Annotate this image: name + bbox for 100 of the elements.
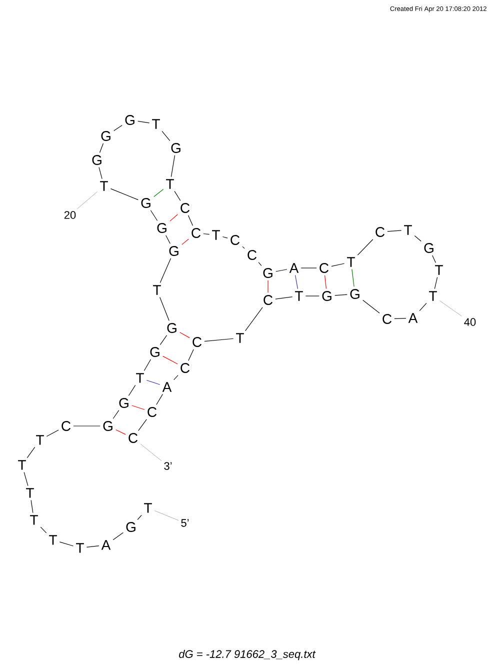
base-pair-line [324, 275, 326, 289]
backbone-line [110, 188, 138, 200]
backbone-line [419, 302, 427, 312]
backbone-line [138, 120, 150, 124]
leader-line [76, 191, 98, 210]
nucleotide-letter: C [264, 295, 273, 305]
nucleotide-letter: G [263, 268, 272, 278]
nucleotide-letter: G [103, 421, 112, 431]
nucleotide-letter: A [162, 382, 172, 392]
nucleotide-letter: A [408, 313, 418, 323]
base-pair-line [182, 238, 189, 245]
position-label: 3’ [164, 462, 172, 470]
nucleotide-letter: C [192, 337, 202, 347]
nucleotide-letter: G [101, 131, 110, 141]
backbone-line [156, 394, 163, 405]
nucleotide-letter: T [100, 181, 108, 191]
backbone-line [162, 130, 170, 141]
nucleotide-letter: G [350, 289, 360, 299]
nucleotide-letter: T [76, 543, 84, 553]
backbone-line [394, 318, 406, 319]
nucleotide-letter: T [18, 460, 26, 470]
position-label: 20 [64, 211, 76, 219]
nucleotide-letter: T [212, 230, 220, 240]
nucleotide-letter: G [169, 246, 178, 256]
nucleotide-letter: T [152, 119, 160, 129]
backbone-line [128, 384, 136, 396]
backbone-line [144, 359, 152, 372]
nucleotide-letter: T [144, 503, 152, 513]
backbone-line [86, 546, 100, 548]
backbone-line [432, 255, 436, 264]
backbone-line [258, 262, 262, 266]
backbone-line [174, 190, 181, 201]
backbone-line [160, 258, 172, 284]
nucleotide-letter: T [236, 333, 244, 343]
base-pair-line [294, 274, 298, 290]
backbone-line [242, 246, 245, 249]
nucleotide-letter: T [347, 257, 355, 267]
nucleotide-letter: T [166, 179, 174, 189]
base-pair-line [132, 405, 145, 410]
backbone-line [114, 124, 122, 132]
nucleotide-letter: C [180, 203, 190, 213]
backbone-line [59, 542, 74, 546]
backbone-line [150, 210, 158, 221]
nucleotide-letter: G [424, 243, 434, 253]
nucleotide-letter: C [230, 235, 240, 245]
backbone-line [414, 235, 422, 242]
nucleotide-letter: G [322, 291, 332, 301]
nucleotide-letter: C [192, 228, 201, 238]
nucleotide-letter: C [320, 263, 329, 273]
nucleotide-letter: A [101, 540, 111, 550]
backbone-line [276, 269, 288, 272]
position-label: 5’ [181, 519, 189, 527]
backbone-line [137, 514, 142, 520]
backbone-line [46, 430, 59, 437]
backbone-line [40, 526, 47, 534]
nucleotide-letter: T [429, 291, 437, 301]
backbone-line [245, 307, 263, 332]
leader-line [140, 444, 162, 462]
backbone-line [357, 239, 374, 256]
base-pair-line [180, 332, 190, 338]
nucleotide-letter: G [150, 347, 160, 357]
backbone-line [203, 233, 210, 235]
nucleotide-letter: C [128, 433, 138, 443]
nucleotide-letter: G [119, 398, 128, 408]
nucleotide-letter: G [141, 198, 150, 208]
backbone-line [331, 263, 345, 267]
backbone-line [30, 500, 34, 514]
base-pair-line [170, 214, 178, 222]
backbone-line [166, 235, 170, 244]
nucleotide-letter: A [289, 263, 299, 273]
nucleotide-letter: T [435, 265, 443, 275]
backbone-line [222, 236, 228, 238]
backbone-line [275, 296, 293, 300]
backbone-line [26, 446, 36, 458]
nucleotide-letter: G [126, 522, 136, 532]
nucleotide-letter: C [148, 407, 157, 417]
base-pair-line [146, 380, 160, 385]
nucleotide-letter: G [171, 143, 180, 153]
nucleotide-letter: G [92, 155, 102, 165]
backbone-line [112, 410, 120, 419]
nucleotide-letter: C [62, 421, 71, 431]
nucleotide-letter: T [136, 373, 144, 383]
backbone-line [204, 338, 234, 342]
base-pair-line [162, 356, 178, 364]
nucleotide-letter: G [167, 323, 176, 333]
nucleotide-letter: T [26, 488, 34, 498]
nucleotide-letter: T [30, 515, 38, 525]
backbone-line [188, 349, 194, 361]
backbone-line [160, 296, 170, 321]
backbone-line [24, 472, 28, 486]
nucleotide-letter: C [382, 314, 392, 324]
caption: dG = -12.7 91662_3_seq.txt [179, 650, 316, 660]
nucleotide-letter: T [153, 285, 161, 295]
nucleotide-letter: G [125, 115, 134, 125]
leader-line [154, 510, 179, 521]
backbone-line [160, 335, 168, 345]
nucleotide-letter: C [376, 227, 385, 237]
nucleotide-letter: G [157, 223, 166, 233]
nucleotide-letter: C [248, 250, 257, 260]
backbone-line [334, 294, 348, 296]
